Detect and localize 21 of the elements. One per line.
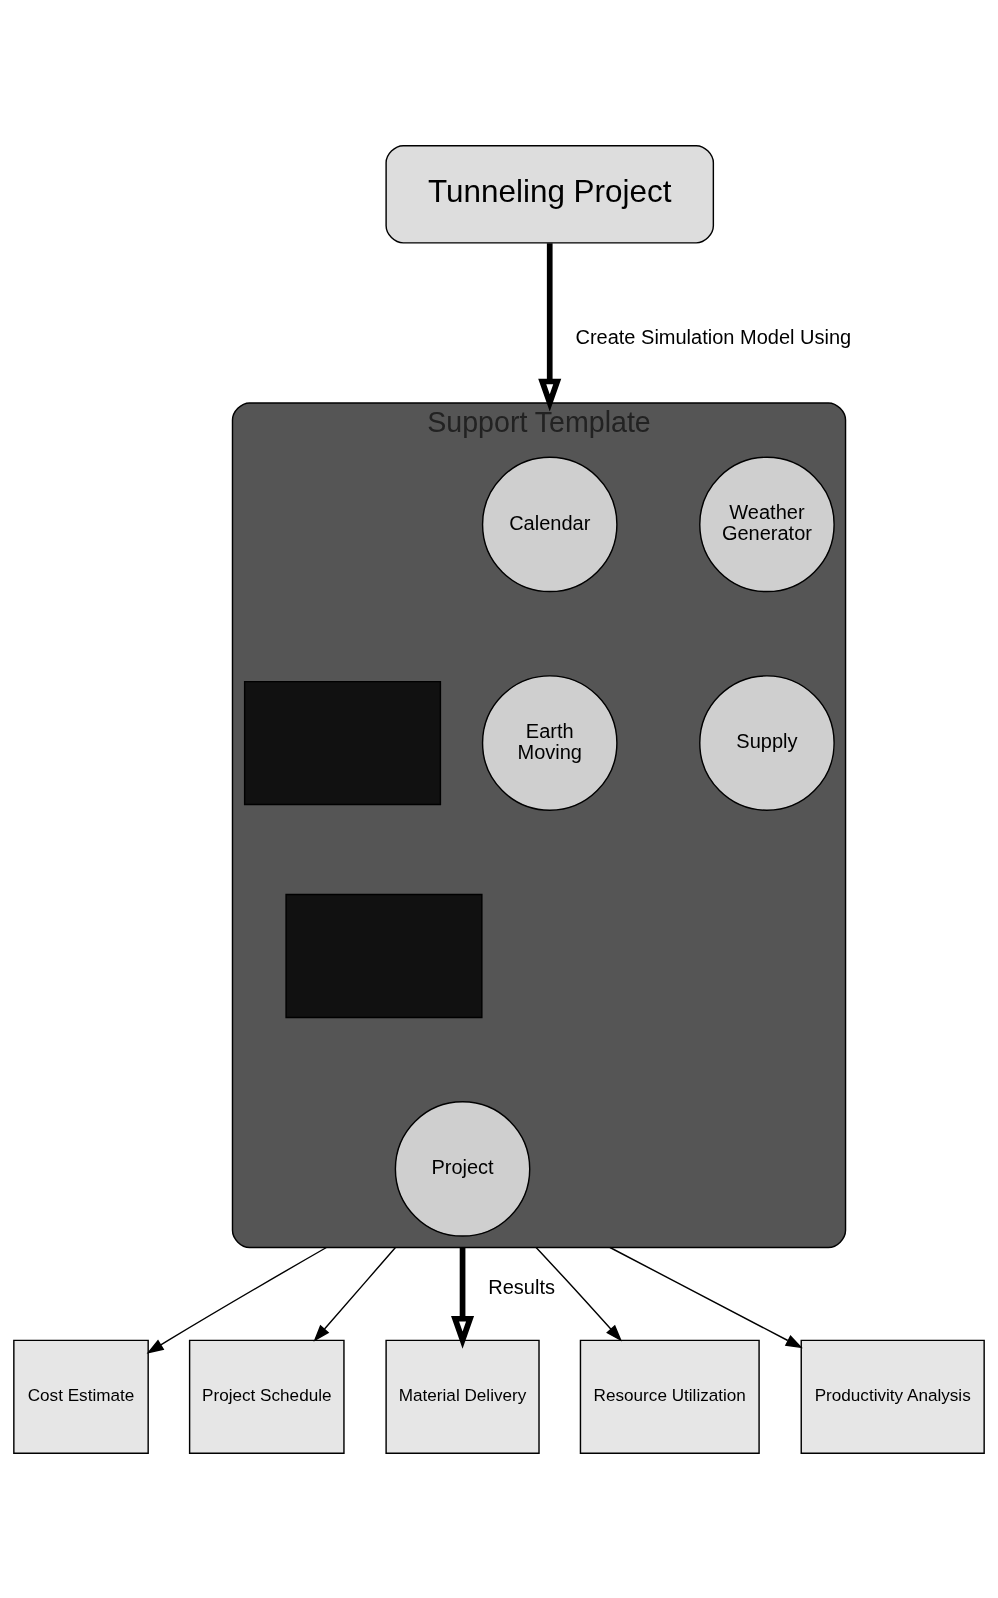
node-box: Tunneling Project — [385, 144, 715, 244]
node-circle: Earth Moving — [481, 674, 618, 811]
node-box — [285, 893, 483, 1018]
node-box — [243, 680, 442, 805]
node-circle: Supply — [699, 674, 835, 811]
node-circle: Weather Generator — [699, 456, 835, 592]
node-box: Material Delivery — [385, 1339, 540, 1454]
arrow — [451, 1247, 475, 1349]
arrow — [538, 242, 562, 412]
node-box: Cost Estimate — [13, 1339, 149, 1454]
arrow — [535, 1246, 623, 1342]
arrow — [609, 1246, 803, 1348]
node-box: Productivity Analysis — [800, 1339, 985, 1454]
node-circle: Project — [394, 1100, 531, 1237]
arrow — [313, 1246, 397, 1342]
node-box: Project Schedule — [188, 1339, 345, 1454]
arrow — [146, 1246, 328, 1354]
node-circle: Calendar — [481, 456, 618, 592]
edge-label: Results — [488, 1275, 555, 1298]
edge-label: Create Simulation Model Using — [575, 325, 852, 348]
node-box: Resource Utilization — [579, 1339, 760, 1454]
